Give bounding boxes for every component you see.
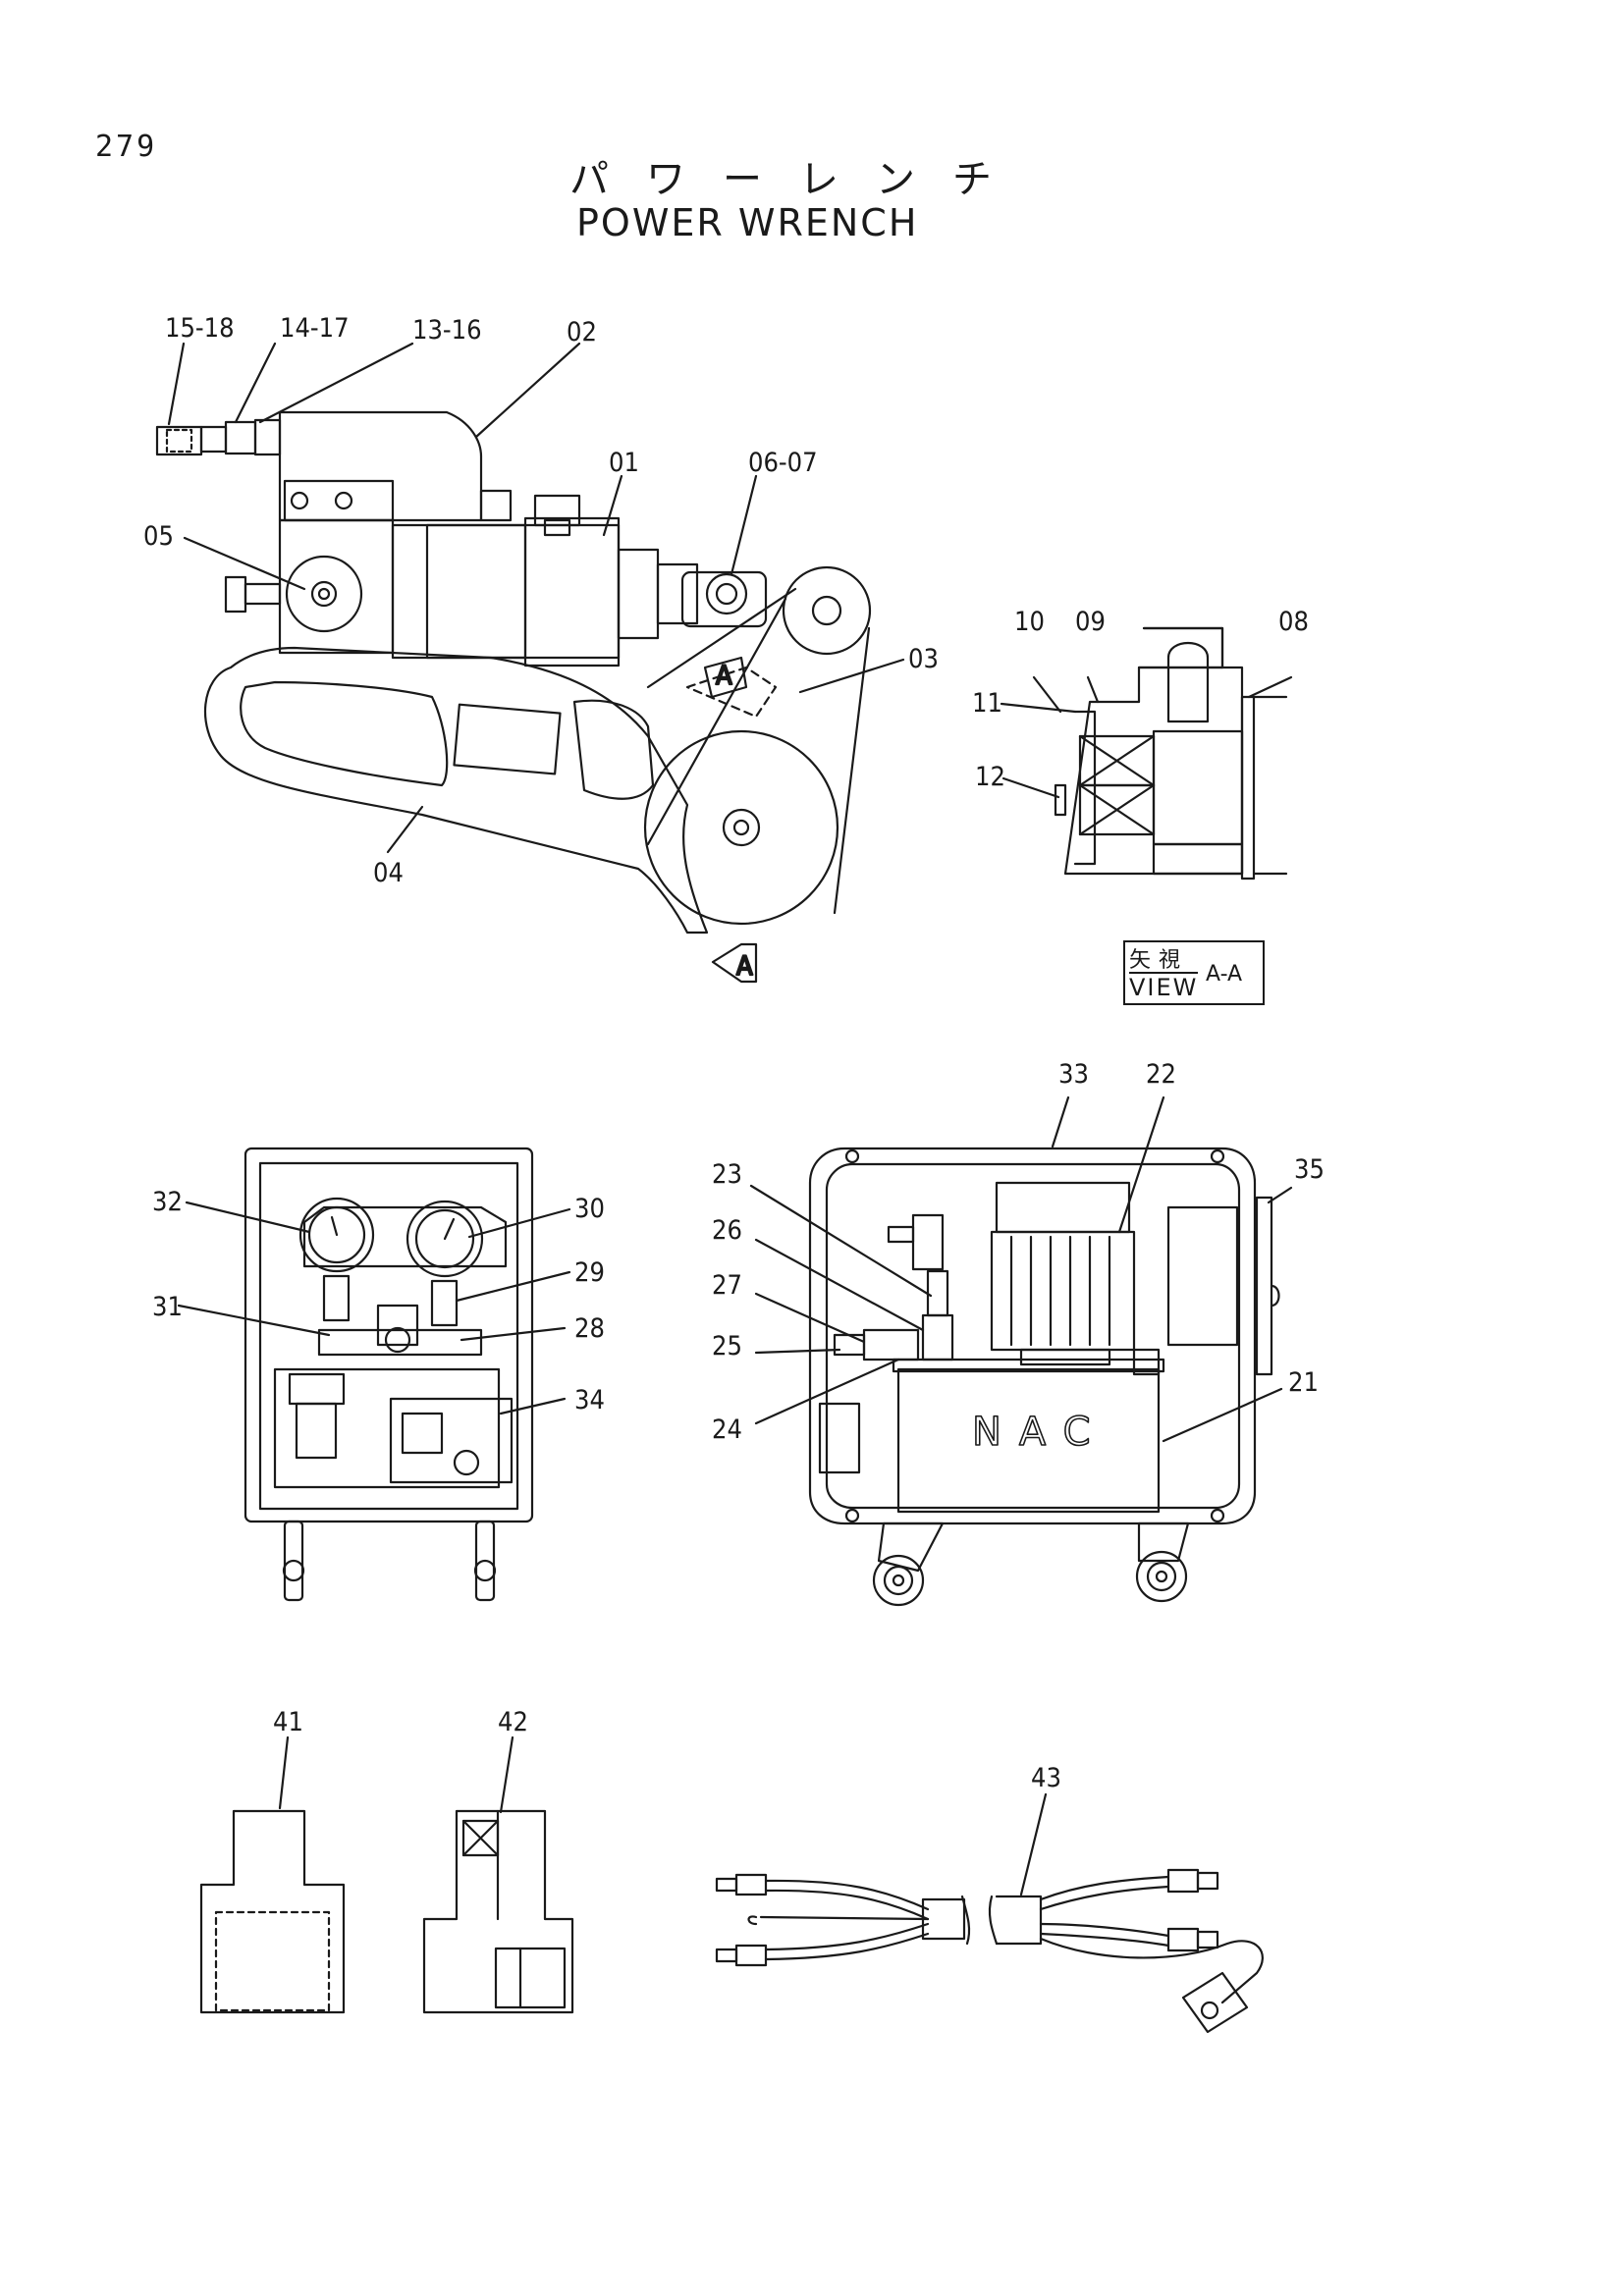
socket-42 (422, 1809, 574, 2014)
section-letter-a-2: A (736, 951, 753, 982)
callout-33: 33 (1058, 1059, 1089, 1090)
hose-leader-line (1019, 1792, 1048, 1896)
callout-43: 43 (1031, 1763, 1061, 1793)
view-leader-lines (1000, 675, 1293, 799)
pump-unit-front (243, 1147, 534, 1602)
power-wrench-assembly (155, 410, 872, 934)
pump-side-leader-lines (749, 1095, 1293, 1443)
section-arrow-a-upper (703, 656, 748, 699)
callout-08: 08 (1278, 607, 1309, 637)
callout-13-16: 13-16 (412, 315, 482, 346)
section-arrow-a-lower (711, 942, 758, 984)
title-english: POWER WRENCH (576, 201, 919, 244)
callout-14-17: 14-17 (280, 313, 350, 344)
callout-11: 11 (972, 688, 1002, 719)
callout-03: 03 (908, 644, 939, 674)
callout-24: 24 (712, 1415, 742, 1445)
brand-plate-nac: NAC (972, 1410, 1109, 1455)
wrench-leader-lines (167, 342, 905, 854)
callout-10: 10 (1014, 607, 1045, 637)
callout-22: 22 (1146, 1059, 1176, 1090)
socket-41 (199, 1809, 346, 2014)
pump-unit-side (808, 1147, 1280, 1607)
view-caption-en: VIEW (1129, 972, 1199, 1001)
callout-29: 29 (574, 1257, 605, 1288)
view-caption-jp: 矢視 (1129, 948, 1189, 973)
callout-25: 25 (712, 1331, 742, 1362)
hose-set-43 (715, 1868, 1264, 2034)
callout-02: 02 (567, 317, 597, 347)
callout-21: 21 (1288, 1367, 1319, 1398)
callout-12: 12 (975, 762, 1005, 792)
callout-09: 09 (1075, 607, 1106, 637)
page-number: 279 (95, 130, 158, 164)
callout-30: 30 (574, 1194, 605, 1224)
callout-35: 35 (1294, 1154, 1325, 1185)
title-japanese: パワーレンチ (569, 157, 1029, 202)
callout-15-18: 15-18 (165, 313, 235, 344)
section-letter-a: A (716, 661, 732, 691)
callout-32: 32 (152, 1187, 183, 1217)
callout-41: 41 (273, 1707, 303, 1737)
callout-28: 28 (574, 1313, 605, 1344)
callout-42: 42 (498, 1707, 528, 1737)
callout-05: 05 (143, 521, 174, 552)
callout-01: 01 (609, 448, 639, 478)
callout-34: 34 (574, 1385, 605, 1415)
view-caption-suffix: A-A (1206, 962, 1243, 987)
callout-06-07: 06-07 (748, 448, 818, 478)
view-a-a-caption: 矢視 VIEW A-A (1123, 940, 1265, 1005)
callout-31: 31 (152, 1292, 183, 1322)
view-a-a-detail (1054, 626, 1288, 881)
callout-labels: 15-18 14-17 13-16 02 01 06-07 05 03 04 1… (143, 313, 1325, 1793)
callout-26: 26 (712, 1215, 742, 1246)
callout-23: 23 (712, 1159, 742, 1190)
callout-27: 27 (712, 1270, 742, 1301)
socket-leader-lines (278, 1735, 514, 1814)
pump-front-leader-lines (177, 1201, 571, 1415)
callout-04: 04 (373, 858, 404, 888)
